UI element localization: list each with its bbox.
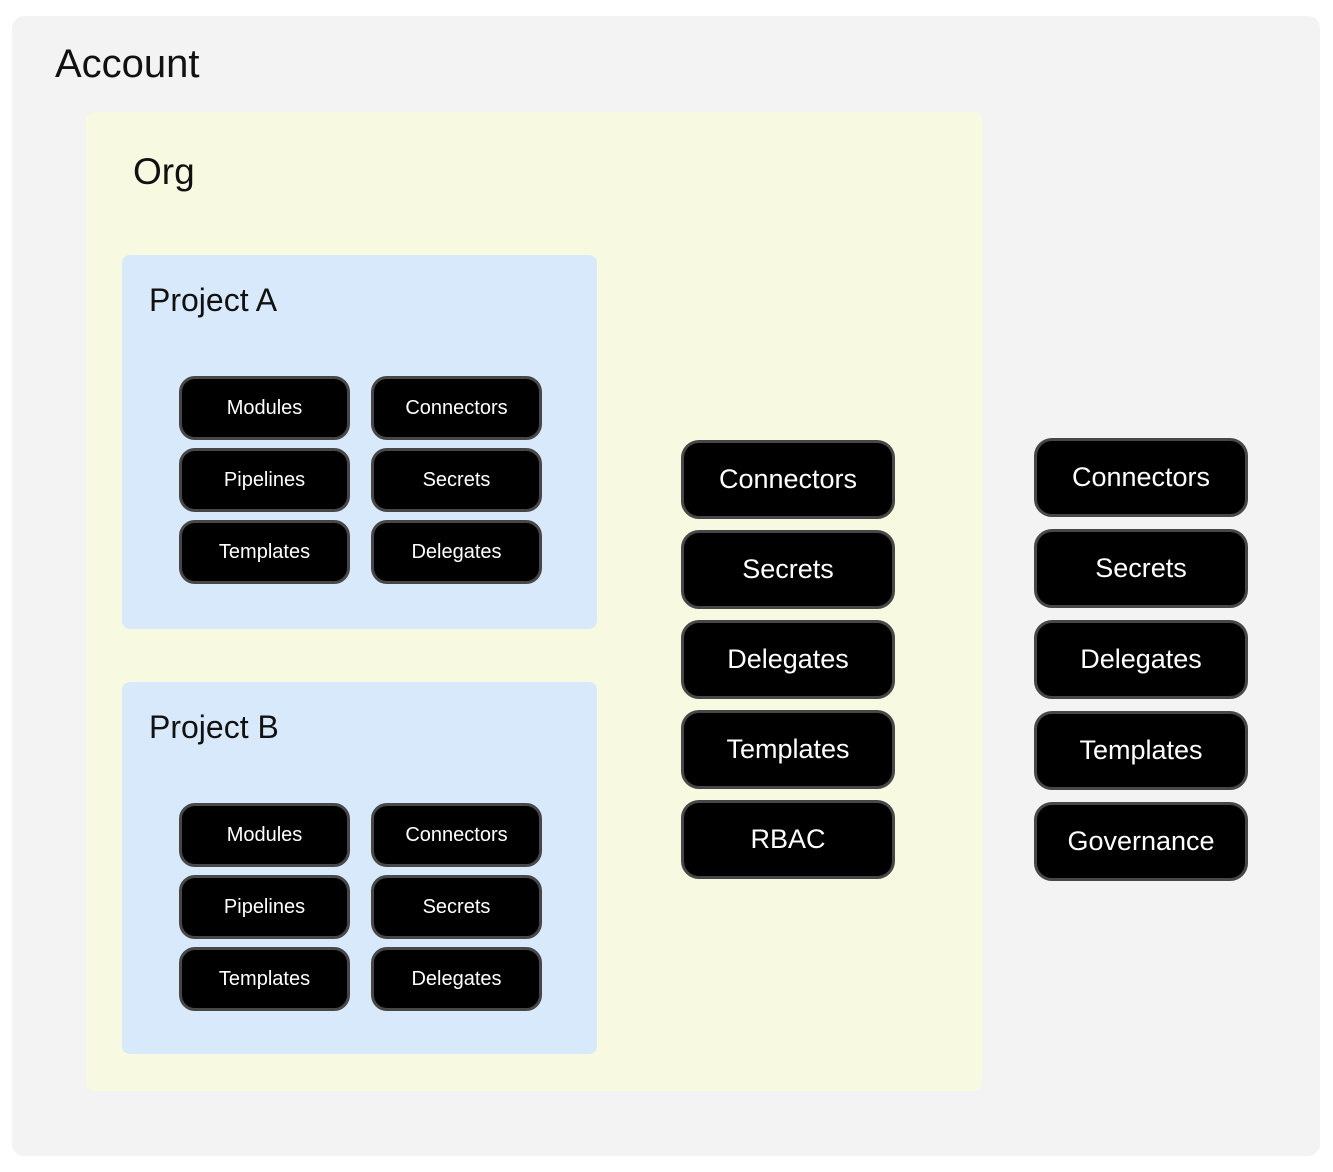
pill-templates: Templates — [1034, 711, 1248, 790]
project-b-container: Project B Modules Connectors Pipelines S… — [122, 682, 597, 1054]
chip-templates: Templates — [179, 520, 350, 584]
project-b-resource-grid: Modules Connectors Pipelines Secrets Tem… — [179, 803, 542, 1011]
chip-pipelines: Pipelines — [179, 875, 350, 939]
pill-connectors: Connectors — [681, 440, 895, 519]
pill-governance: Governance — [1034, 802, 1248, 881]
project-a-resource-grid: Modules Connectors Pipelines Secrets Tem… — [179, 376, 542, 584]
chip-connectors: Connectors — [371, 803, 542, 867]
pill-rbac: RBAC — [681, 800, 895, 879]
chip-templates: Templates — [179, 947, 350, 1011]
project-a-container: Project A Modules Connectors Pipelines S… — [122, 255, 597, 629]
pill-connectors: Connectors — [1034, 438, 1248, 517]
chip-modules: Modules — [179, 803, 350, 867]
pill-secrets: Secrets — [1034, 529, 1248, 608]
pill-delegates: Delegates — [681, 620, 895, 699]
chip-secrets: Secrets — [371, 875, 542, 939]
account-title: Account — [55, 42, 200, 86]
pill-secrets: Secrets — [681, 530, 895, 609]
project-b-title: Project B — [149, 709, 279, 745]
pill-templates: Templates — [681, 710, 895, 789]
chip-delegates: Delegates — [371, 947, 542, 1011]
pill-delegates: Delegates — [1034, 620, 1248, 699]
chip-pipelines: Pipelines — [179, 448, 350, 512]
account-resources-column: Connectors Secrets Delegates Templates G… — [1034, 438, 1248, 881]
org-container: Org Project A Modules Connectors Pipelin… — [86, 112, 982, 1091]
chip-delegates: Delegates — [371, 520, 542, 584]
org-resources-column: Connectors Secrets Delegates Templates R… — [681, 440, 895, 879]
project-a-title: Project A — [149, 282, 278, 318]
chip-secrets: Secrets — [371, 448, 542, 512]
org-title: Org — [133, 151, 195, 192]
chip-modules: Modules — [179, 376, 350, 440]
chip-connectors: Connectors — [371, 376, 542, 440]
account-container: Account Org Project A Modules Connectors… — [12, 16, 1320, 1156]
